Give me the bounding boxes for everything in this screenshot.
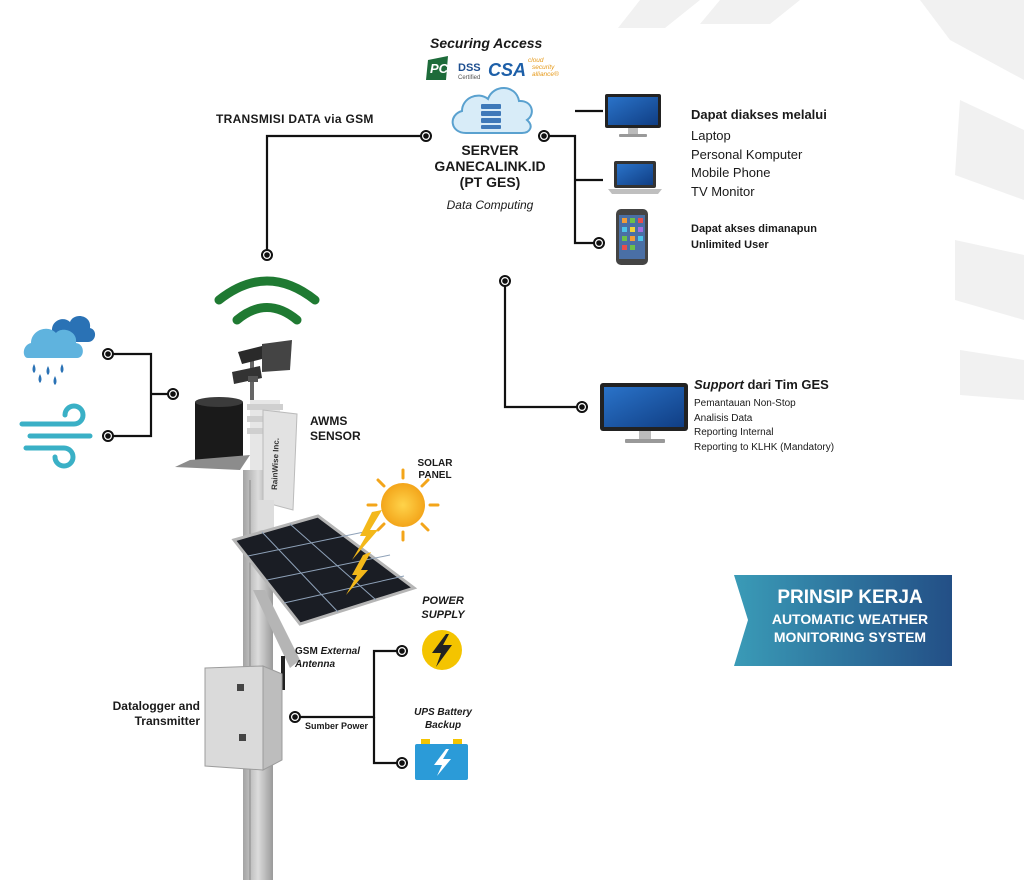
sun-icon: [366, 468, 440, 542]
device-laptop: Laptop: [691, 128, 731, 143]
gsm-line-1: GSM External: [295, 645, 360, 658]
svg-text:alliance®: alliance®: [532, 70, 559, 78]
access-title: Dapat diakses melalui: [691, 107, 827, 122]
svg-text:PCI: PCI: [430, 61, 452, 76]
support-item: Pemantauan Non-Stop: [694, 398, 796, 409]
prinsip-kerja-banner: PRINSIP KERJA AUTOMATIC WEATHER MONITORI…: [750, 586, 950, 646]
support-monitor-icon: [600, 383, 688, 443]
support-title-italic: Support: [694, 377, 744, 392]
wind-icon: [19, 403, 93, 469]
datalogger-box: [204, 656, 285, 771]
connector-lines: [108, 109, 603, 765]
power-bolt-icon: [422, 630, 462, 670]
laptop-icon: [608, 161, 662, 194]
svg-text:Certified: Certified: [458, 75, 480, 81]
awms-line-1: AWMS: [310, 414, 348, 428]
banner-title: PRINSIP KERJA: [777, 587, 923, 608]
support-item: Reporting to KLHK (Mandatory): [694, 441, 835, 453]
power-line-1: POWER: [422, 595, 464, 607]
power-supply-label: POWER SUPPLY: [415, 594, 471, 622]
support-item: Reporting Internal: [694, 427, 774, 438]
access-device-list: Laptop Personal Komputer Mobile Phone TV…: [691, 127, 802, 201]
rain-cloud-icon: [23, 316, 96, 385]
server-title: SERVER GANECALINK.ID (PT GES): [410, 142, 570, 190]
solar-line-2: PANEL: [418, 470, 452, 481]
sumber-power-label: Sumber Power: [305, 721, 369, 731]
awms-sensor-device: RainWise Inc.: [175, 340, 298, 530]
gsm-antenna-label: GSM External Antenna: [295, 645, 360, 671]
device-tv-monitor: TV Monitor: [691, 183, 755, 199]
gsm-text: GSM: [295, 646, 321, 657]
ups-line-2: Backup: [424, 720, 462, 731]
banner-line-3: MONITORING SYSTEM: [773, 629, 927, 645]
banner-shape: [734, 575, 952, 666]
solar-panel: [231, 510, 418, 626]
mobile-phone-icon: [616, 209, 648, 265]
cloud-server-icon: [451, 87, 533, 134]
server-line-2: GANECALINK.ID: [434, 158, 546, 174]
ups-battery-label: UPS Battery Backup: [408, 706, 478, 732]
csa-logo: CSA cloud security alliance®: [488, 57, 559, 80]
support-item: Analisis Data: [694, 412, 753, 424]
ups-line-1: UPS Battery: [414, 707, 472, 718]
server-line-1: SERVER: [461, 142, 519, 158]
svg-text:cloud: cloud: [528, 57, 544, 64]
support-title: Support dari Tim GES: [694, 377, 829, 392]
awms-line-2: SENSOR: [310, 429, 361, 443]
svg-text:CSA: CSA: [488, 60, 526, 80]
access-anywhere-line-2: Unlimited User: [691, 239, 769, 251]
solar-line-1: SOLAR: [417, 458, 453, 469]
device-personal-computer: Personal Komputer: [691, 146, 803, 162]
battery-icon: [415, 739, 468, 780]
datalogger-line-2: Transmitter: [134, 714, 200, 728]
solar-panel-label: SOLAR PANEL: [410, 458, 460, 482]
signal-icon: [214, 276, 320, 325]
power-line-2: SUPPLY: [421, 609, 465, 621]
support-list: Pemantauan Non-Stop Analisis Data Report…: [694, 397, 834, 455]
connector-dots: [102, 130, 605, 769]
device-mobile-phone: Mobile Phone: [691, 165, 771, 180]
datalogger-line-1: Datalogger and: [112, 699, 200, 713]
monitor-icon: [605, 94, 661, 137]
awms-sensor-label: AWMS SENSOR: [310, 414, 361, 444]
pci-dss-logo: PCI DSS Certified: [426, 56, 481, 81]
background-shapes: [618, 0, 1024, 400]
server-caption: Data Computing: [446, 198, 534, 212]
svg-text:DSS: DSS: [458, 62, 481, 74]
securing-access-title: Securing Access: [430, 35, 543, 51]
datalogger-label: Datalogger and Transmitter: [88, 699, 200, 729]
support-title-rest: dari Tim GES: [743, 377, 829, 392]
server-line-3: (PT GES): [459, 174, 521, 190]
gsm-line-2: Antenna: [295, 659, 335, 670]
svg-text:RainWise Inc.: RainWise Inc.: [270, 438, 281, 490]
transmission-label: TRANSMISI DATA via GSM: [216, 112, 374, 126]
access-anywhere-line-1: Dapat akses dimanapun: [691, 223, 817, 235]
access-anywhere: Dapat akses dimanapun Unlimited User: [691, 221, 817, 253]
banner-line-2: AUTOMATIC WEATHER: [771, 611, 929, 627]
gsm-external-text: External: [320, 646, 361, 657]
svg-text:security: security: [532, 64, 555, 71]
